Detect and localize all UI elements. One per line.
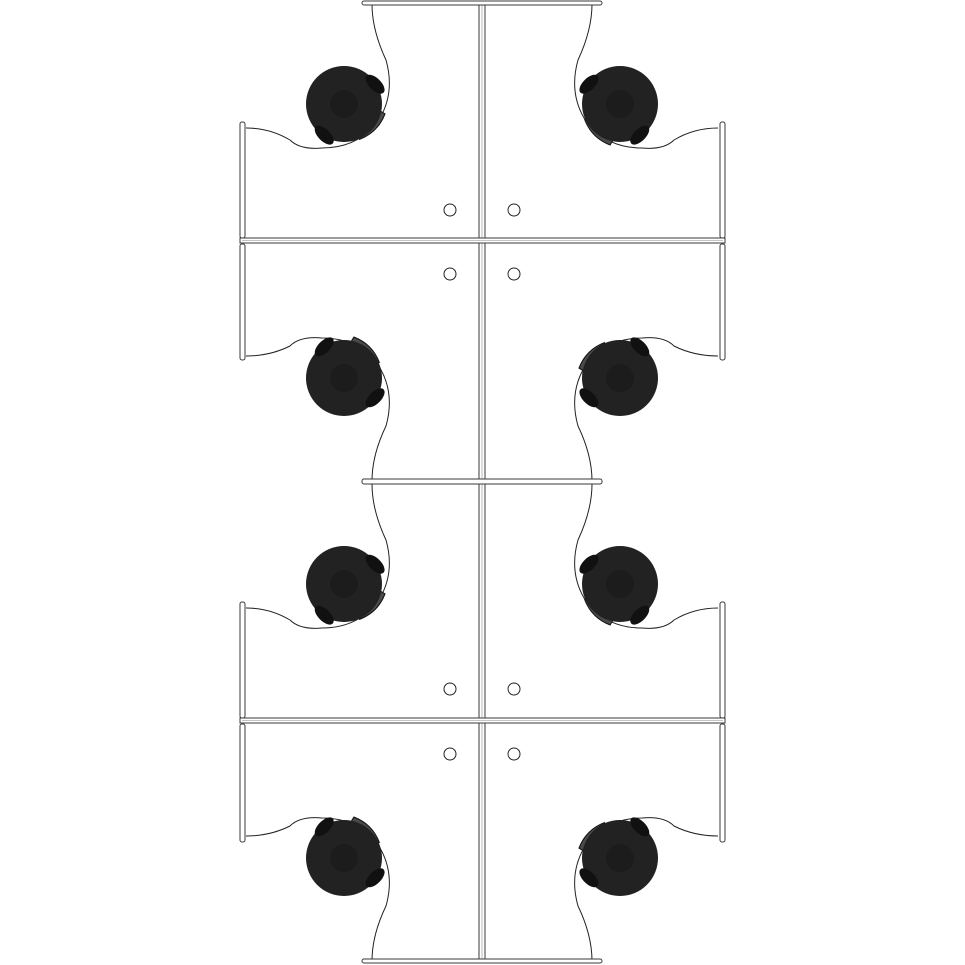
desk-edge <box>245 3 390 149</box>
cable-grommet-icon <box>443 682 457 696</box>
side-panel <box>239 121 246 239</box>
end-panel <box>361 0 603 6</box>
cable-grommet-icon <box>507 267 521 281</box>
side-panel <box>719 601 726 719</box>
desk-edge <box>245 483 390 629</box>
cable-grommet-icon <box>443 267 457 281</box>
side-panel <box>239 723 246 843</box>
cable-grommet-icon <box>507 203 521 217</box>
side-panel <box>239 243 246 361</box>
end-panel <box>361 478 603 485</box>
cable-grommet-icon <box>507 682 521 696</box>
cable-grommet-icon <box>443 747 457 761</box>
side-panel <box>239 601 246 719</box>
side-panel <box>719 121 726 239</box>
end-panel <box>361 958 603 964</box>
side-panel <box>719 723 726 843</box>
cable-grommet-icon <box>443 203 457 217</box>
side-panel <box>719 243 726 361</box>
cable-grommet-icon <box>507 747 521 761</box>
partition-panels <box>239 0 726 964</box>
